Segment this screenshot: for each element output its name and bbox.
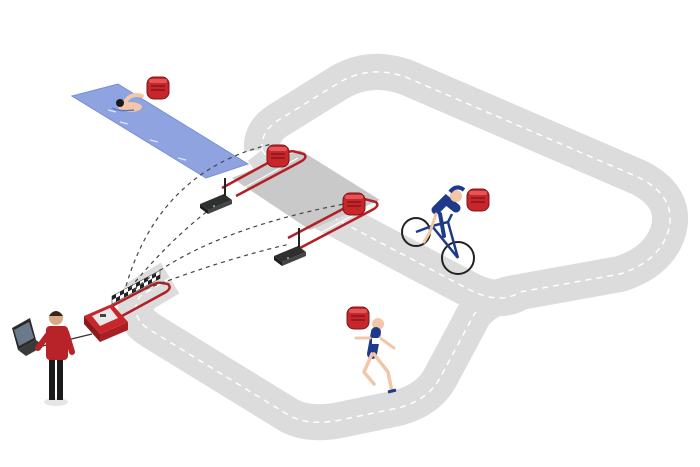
loop2-chip-icon [342,192,366,216]
cyclist [401,185,475,275]
runner-chip-icon [346,306,370,330]
timing-decoder [84,304,128,342]
antenna-device-2 [274,228,306,266]
swim-lane [70,83,250,179]
swimmer [111,93,144,112]
race-track [117,53,689,441]
runner [354,318,397,394]
antenna-device-1 [200,178,232,214]
cyclist-chip-icon [466,188,490,212]
swimmer-chip-icon [146,76,170,100]
finish-loop [111,281,171,318]
loop1-chip-icon [266,144,290,168]
wireless-signals [125,143,345,293]
timing-operator [35,311,75,406]
